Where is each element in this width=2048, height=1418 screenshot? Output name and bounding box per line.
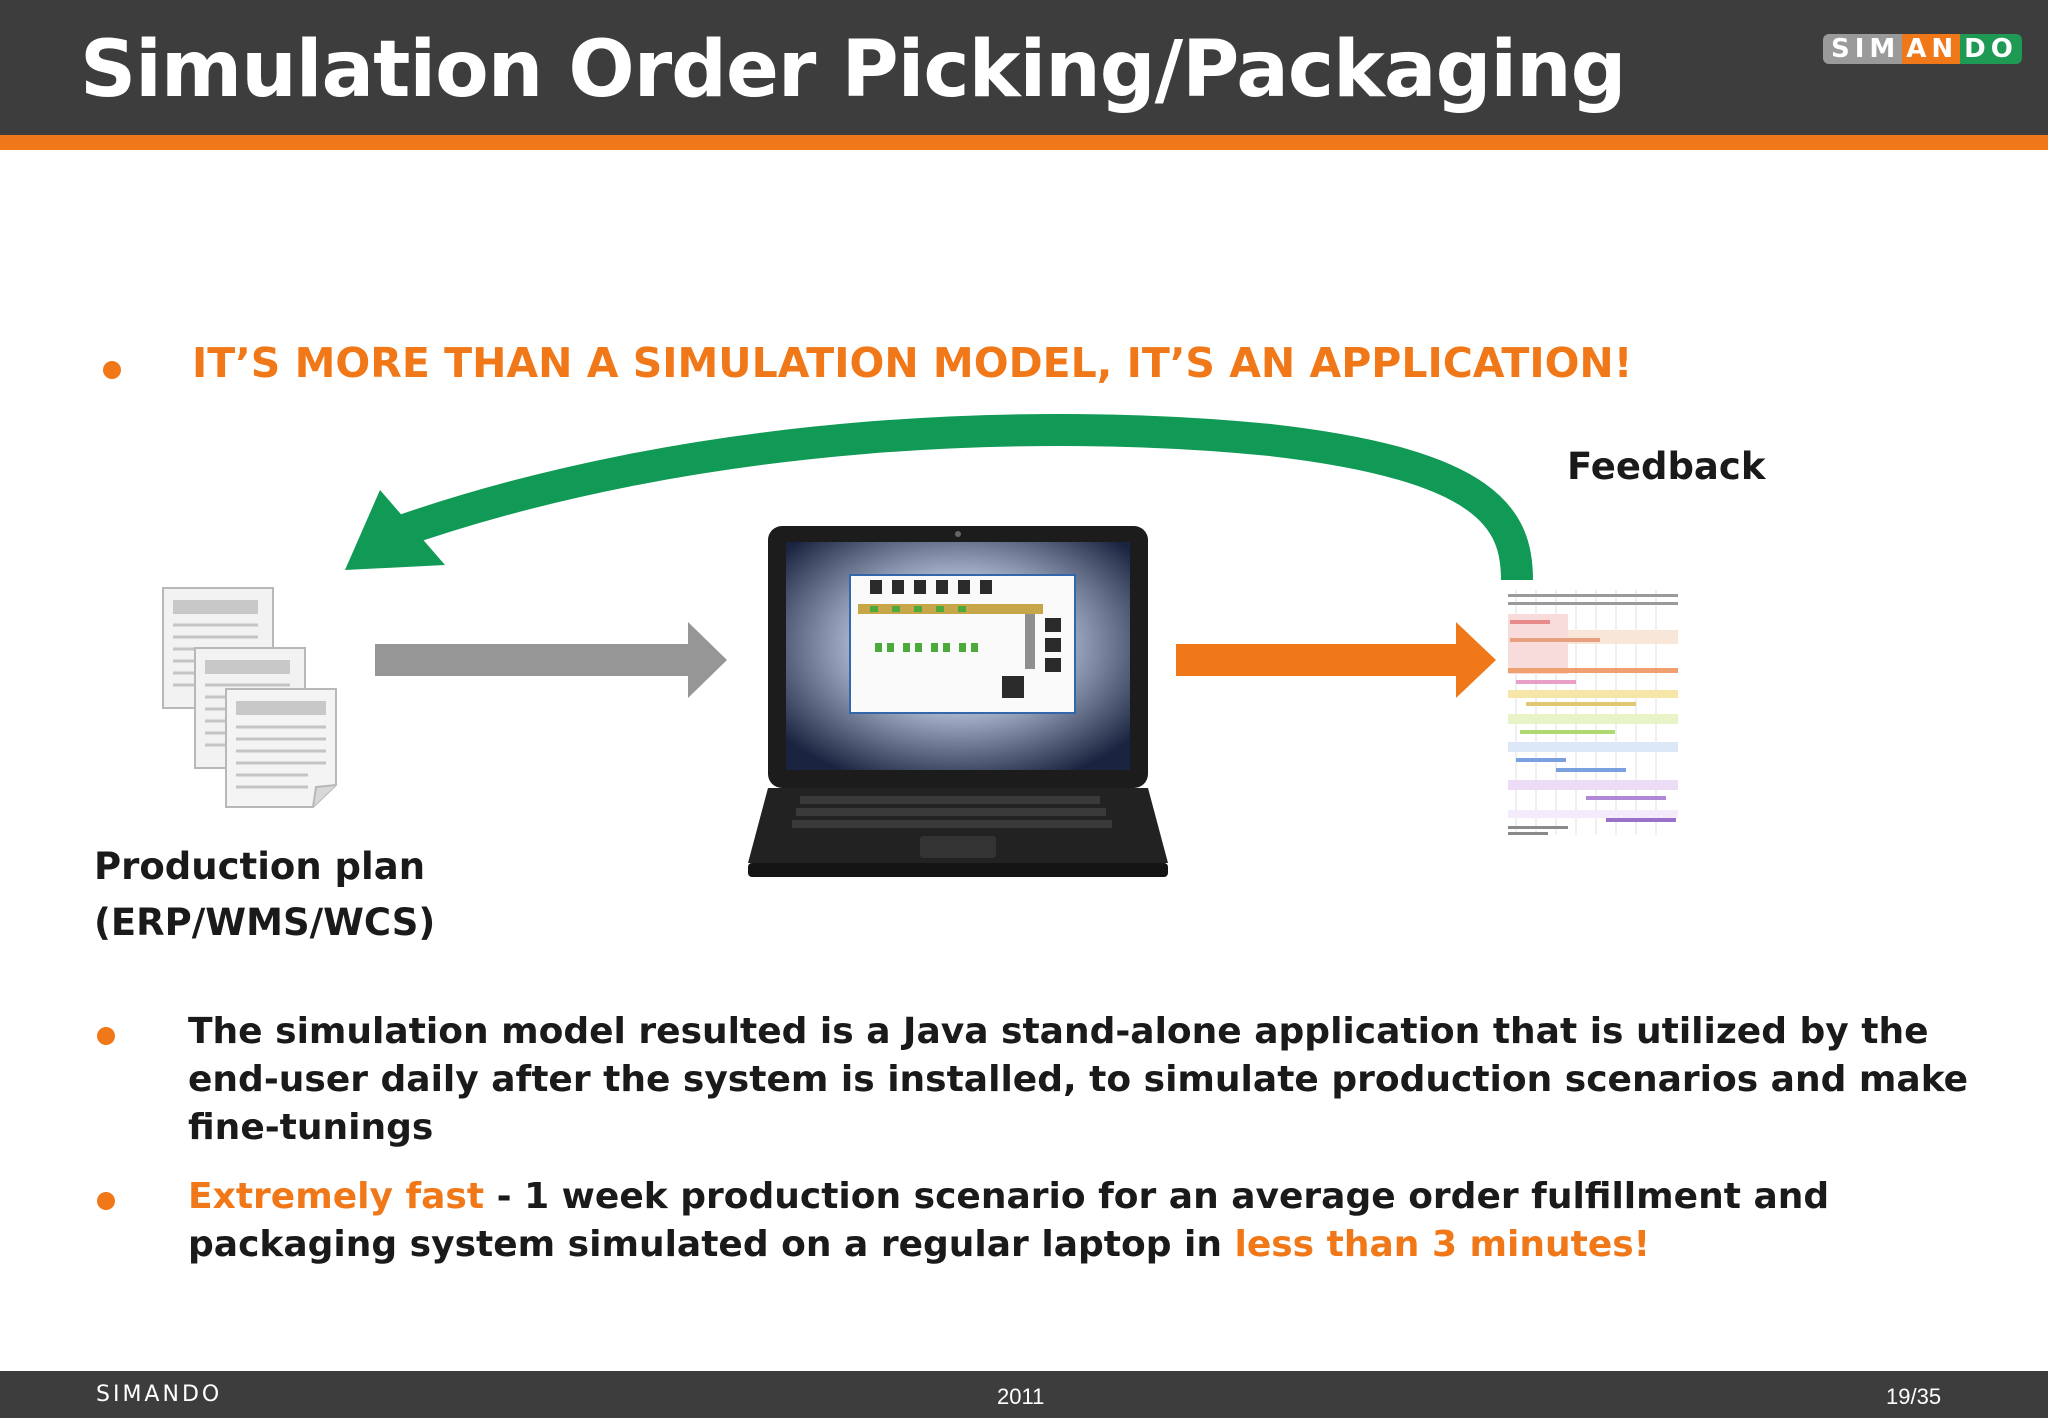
bullet-dot (97, 1027, 115, 1045)
laptop-icon (748, 526, 1168, 877)
logo-part-do: DO (1960, 34, 2022, 64)
logo-part-sim: SIM (1823, 34, 1903, 64)
feedback-label: Feedback (1567, 445, 1766, 488)
production-plan-label: Production plan (94, 845, 426, 888)
production-plan-systems-label: (ERP/WMS/WCS) (94, 901, 436, 944)
extremely-fast-text: - 1 week production scenario for an aver… (188, 1176, 1830, 1265)
bullet-dot (103, 361, 121, 379)
logo-part-an: AN (1902, 34, 1961, 64)
extremely-fast-highlight: Extremely fast (188, 1176, 485, 1217)
page-title: Simulation Order Picking/Packaging (80, 25, 1626, 115)
feedback-arrow (345, 413, 1533, 581)
header-bar (0, 0, 2048, 135)
input-arrow (375, 622, 727, 698)
header-accent-stripe (0, 135, 2048, 150)
footer-logo: SIMANDO (96, 1382, 223, 1407)
footer-bar (0, 1371, 2048, 1418)
documents-icon (162, 587, 337, 808)
gantt-chart-icon (1496, 590, 1682, 840)
headline: IT’S MORE THAN A SIMULATION MODEL, IT’S … (192, 339, 1633, 387)
slide-number: 19/35 (1886, 1384, 1942, 1409)
less-than-3-minutes-highlight: less than 3 minutes! (1234, 1224, 1651, 1265)
bullet-java-application: The simulation model resulted is a Java … (188, 1011, 1969, 1148)
footer-year: 2011 (997, 1384, 1045, 1409)
output-arrow (1176, 622, 1496, 698)
bullet-extremely-fast: Extremely fast - 1 week production scena… (188, 1173, 1988, 1269)
bullet-dot (97, 1192, 115, 1210)
